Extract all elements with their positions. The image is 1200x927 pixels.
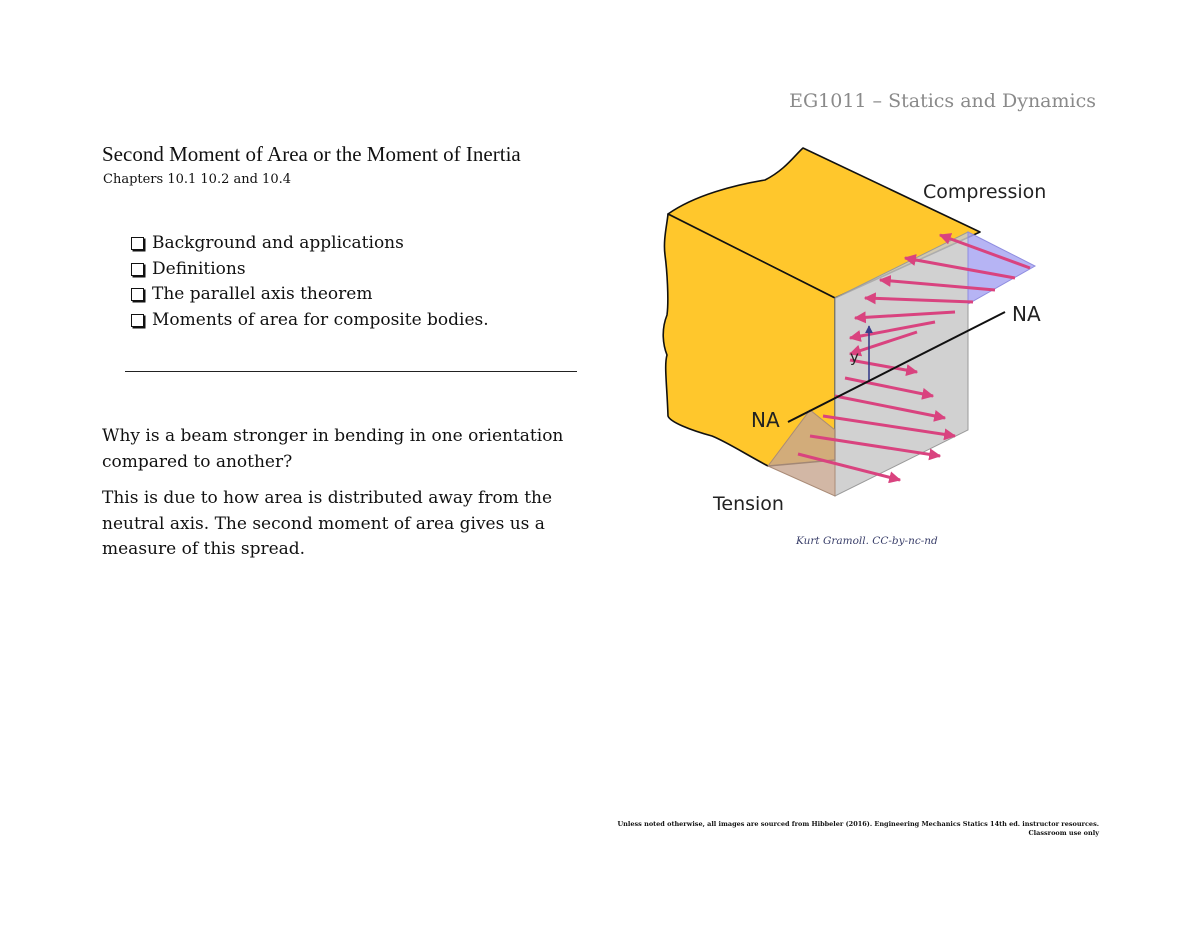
checkbox-bullet-icon [131, 288, 144, 302]
slide-title: Second Moment of Area or the Moment of I… [102, 142, 521, 166]
y-label: y [850, 348, 859, 366]
list-item: Background and applications [131, 231, 489, 257]
list-item: Moments of area for composite bodies. [131, 308, 489, 334]
compression-arrows [848, 233, 1031, 357]
list-item: The parallel axis theorem [131, 282, 489, 308]
list-item: Definitions [131, 257, 489, 283]
slide-subtitle: Chapters 10.1 10.2 and 10.4 [103, 172, 292, 187]
beam-bending-diagram: Compression Tension NA NA y [662, 147, 1046, 510]
compression-wedge [967, 231, 1037, 305]
checkbox-bullet-icon [131, 237, 144, 251]
question-text: Why is a beam stronger in bending in one… [102, 426, 564, 472]
beam-front-face [662, 213, 836, 467]
checkbox-bullet-icon [131, 313, 144, 327]
tension-wedge [767, 409, 836, 497]
list-item-label: Definitions [152, 258, 246, 279]
topic-list: Background and applications Definitions … [131, 231, 489, 333]
section-divider [125, 371, 577, 372]
tension-label: Tension [712, 493, 784, 510]
list-item-label: Moments of area for composite bodies. [152, 309, 489, 330]
na-label-left: NA [751, 408, 780, 432]
compression-label: Compression [923, 181, 1046, 203]
neutral-axis-line [787, 311, 1006, 423]
answer-text: This is due to how area is distributed a… [102, 488, 553, 559]
footer-note: Unless noted otherwise, all images are s… [618, 820, 1099, 838]
footer-usage: Classroom use only [1028, 829, 1099, 837]
list-item-label: The parallel axis theorem [152, 284, 373, 304]
tension-arrows [797, 358, 957, 484]
footer-source: Unless noted otherwise, all images are s… [617, 820, 1099, 828]
list-item-label: Background and applications [152, 233, 404, 253]
na-label-right: NA [1012, 302, 1041, 326]
checkbox-bullet-icon [131, 262, 144, 276]
image-credit: Kurt Gramoll. CC-by-nc-nd [796, 535, 938, 547]
course-header: EG1011 – Statics and Dynamics [789, 90, 1096, 112]
beam-top-face [667, 147, 981, 299]
